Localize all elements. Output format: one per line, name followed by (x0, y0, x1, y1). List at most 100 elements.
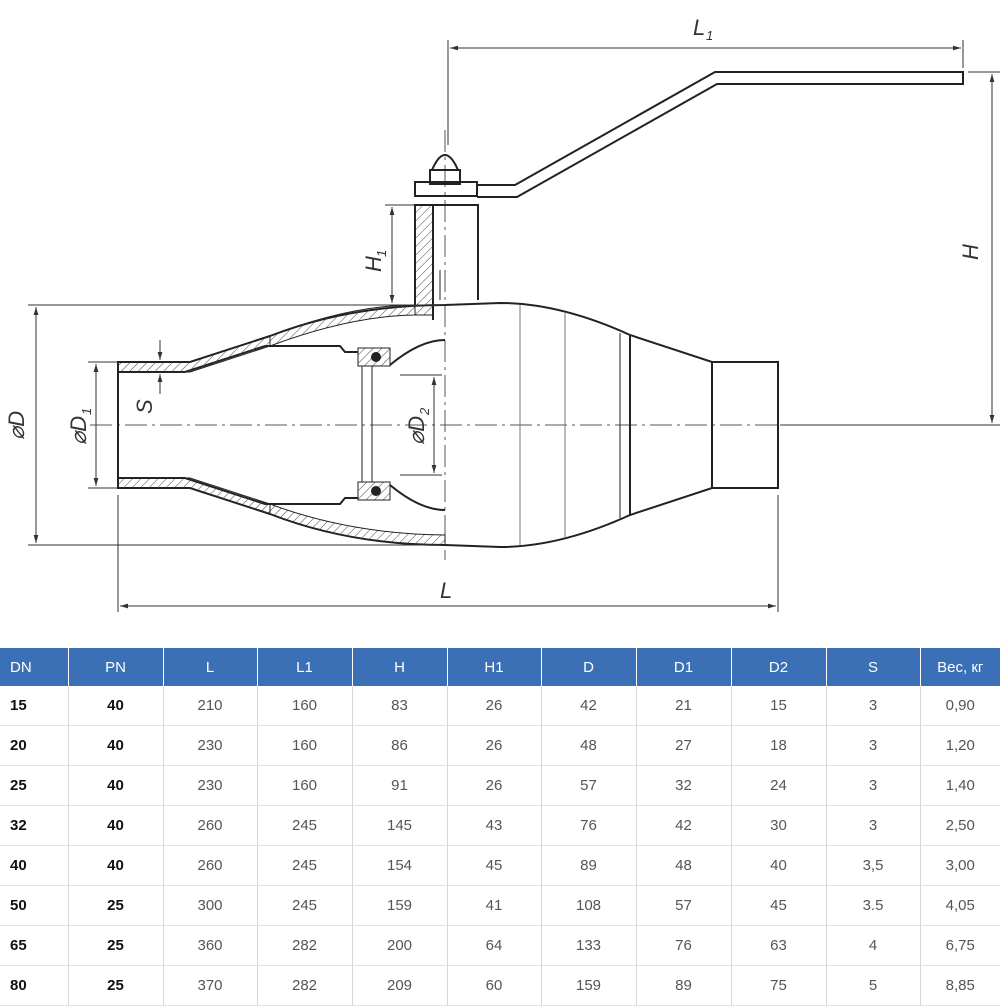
table-cell: 282 (257, 925, 353, 966)
table-cell: 200 (352, 925, 448, 966)
table-cell: 26 (447, 725, 542, 766)
table-cell: 160 (257, 686, 353, 726)
table-cell: 160 (257, 765, 353, 806)
table-cell: 40 (68, 845, 164, 886)
table-cell: 133 (541, 925, 637, 966)
table-cell: 48 (541, 725, 637, 766)
table-cell: 75 (731, 965, 827, 1006)
table-cell: 230 (163, 725, 258, 766)
header-d2: D2 (731, 648, 827, 686)
table-cell: 108 (541, 885, 637, 926)
table-cell: 3.5 (826, 885, 921, 926)
label-d2-sub: 2 (417, 407, 432, 416)
table-cell: 159 (352, 885, 448, 926)
section-hatching (117, 204, 446, 546)
table-cell: 209 (352, 965, 448, 1006)
header-weight: Вес, кг (920, 648, 1000, 686)
dimension-labels: L L 1 H H 1 ⌀D ⌀D 1 ⌀D 2 S (4, 15, 983, 603)
header-d: D (541, 648, 637, 686)
table-cell: 300 (163, 885, 258, 926)
table-cell: 25 (68, 925, 164, 966)
table-cell: 40 (731, 845, 827, 886)
table-cell: 3,5 (826, 845, 921, 886)
table-cell: 3,00 (920, 845, 1000, 886)
table-cell: 42 (541, 686, 637, 726)
table-cell: 260 (163, 805, 258, 846)
label-l1: L (693, 15, 705, 40)
table-cell: 42 (636, 805, 732, 846)
table-cell: 15 (0, 686, 69, 726)
valve-body (117, 71, 964, 549)
table-cell: 89 (541, 845, 637, 886)
table-cell: 3 (826, 686, 921, 726)
table-cell: 40 (68, 765, 164, 806)
seat-seals (371, 352, 381, 496)
dimension-lines (28, 40, 1000, 612)
table-cell: 76 (541, 805, 637, 846)
header-s: S (826, 648, 921, 686)
table-cell: 4,05 (920, 885, 1000, 926)
table-cell: 160 (257, 725, 353, 766)
table-cell: 63 (731, 925, 827, 966)
label-d: ⌀D (4, 411, 29, 440)
table-cell: 41 (447, 885, 542, 926)
table-cell: 30 (731, 805, 827, 846)
header-pn: PN (68, 648, 164, 686)
table-cell: 245 (257, 845, 353, 886)
table-cell: 3 (826, 765, 921, 806)
ball-valve-drawing: L L 1 H H 1 ⌀D ⌀D 1 ⌀D 2 S (4, 15, 1000, 612)
table-cell: 57 (541, 765, 637, 806)
header-d1: D1 (636, 648, 732, 686)
label-l: L (440, 578, 452, 603)
table-cell: 40 (68, 725, 164, 766)
label-d2: ⌀D (404, 416, 429, 445)
table-cell: 210 (163, 686, 258, 726)
table-header-row: DN PN L L1 H H1 D D1 D2 S Вес, кг (0, 648, 1000, 686)
center-lines (90, 130, 800, 560)
table-cell: 25 (0, 765, 69, 806)
table-cell: 40 (0, 845, 69, 886)
table-cell: 21 (636, 686, 732, 726)
table-cell: 18 (731, 725, 827, 766)
table-cell: 8,85 (920, 965, 1000, 1006)
table-cell: 48 (636, 845, 732, 886)
table-cell: 89 (636, 965, 732, 1006)
table-cell: 26 (447, 686, 542, 726)
table-cell: 57 (636, 885, 732, 926)
table-cell: 83 (352, 686, 448, 726)
label-h1-sub: 1 (374, 250, 389, 257)
table-cell: 3 (826, 805, 921, 846)
table-cell: 230 (163, 765, 258, 806)
table-cell: 154 (352, 845, 448, 886)
table-cell: 4 (826, 925, 921, 966)
table-cell: 40 (68, 805, 164, 846)
table-cell: 25 (68, 885, 164, 926)
table-cell: 260 (163, 845, 258, 886)
table-cell: 27 (636, 725, 732, 766)
table-cell: 15 (731, 686, 827, 726)
table-cell: 60 (447, 965, 542, 1006)
table-cell: 370 (163, 965, 258, 1006)
table-cell: 3 (826, 725, 921, 766)
header-dn: DN (0, 648, 69, 686)
table-cell: 0,90 (920, 686, 1000, 726)
table-cell: 159 (541, 965, 637, 1006)
header-h1: H1 (447, 648, 542, 686)
table-cell: 45 (731, 885, 827, 926)
table-cell: 145 (352, 805, 448, 846)
table-cell: 26 (447, 765, 542, 806)
table-cell: 32 (0, 805, 69, 846)
table-cell: 40 (68, 686, 164, 726)
label-l1-sub: 1 (706, 28, 713, 43)
table-cell: 64 (447, 925, 542, 966)
table-cell: 360 (163, 925, 258, 966)
header-l1: L1 (257, 648, 353, 686)
table-cell: 245 (257, 805, 353, 846)
